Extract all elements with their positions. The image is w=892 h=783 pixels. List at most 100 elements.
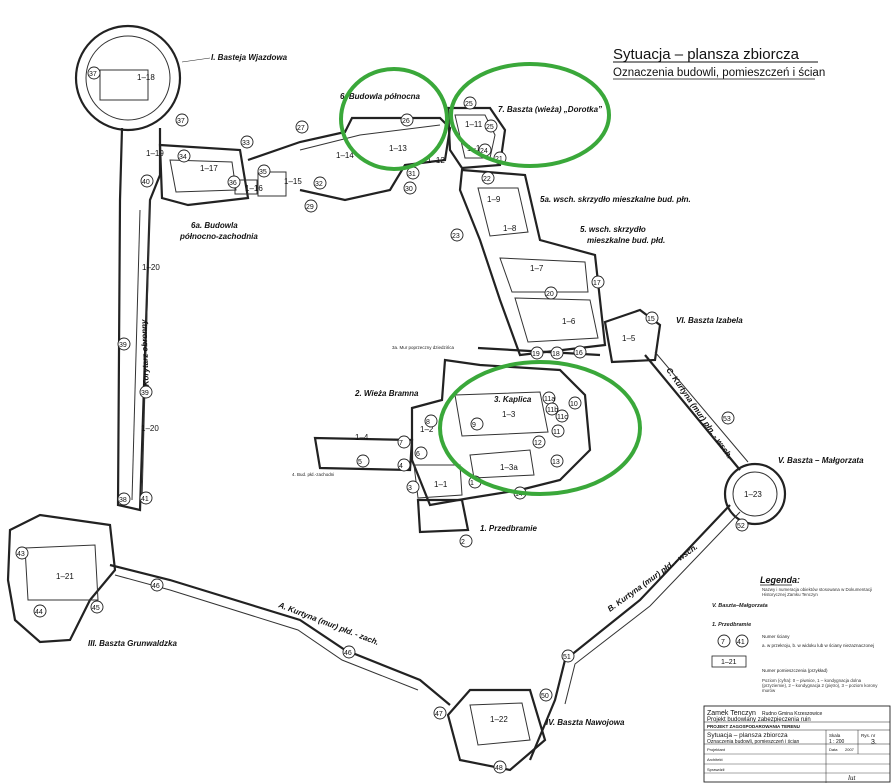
- room-1-10: 1–10: [467, 144, 485, 153]
- legend-tower-item: V. Baszta–Małgorzata: [712, 603, 768, 609]
- tb-signature: lut: [848, 774, 856, 782]
- wall-24: 24: [480, 148, 488, 155]
- tb-sheet-title: Sytuacja – plansza zbiorcza: [707, 732, 788, 739]
- wall-3: 3: [408, 485, 412, 492]
- label-4: 4. Bud. płd.-zachodni: [292, 472, 334, 477]
- wall-4: 4: [399, 463, 403, 470]
- label-6a-line2: północno-zachodnia: [179, 232, 258, 241]
- wall-19: 19: [532, 351, 540, 358]
- label-bastion-3: III. Baszta Grunwaldzka: [88, 639, 177, 648]
- wall-11a: 11a: [544, 396, 555, 403]
- wall-20: 20: [546, 291, 554, 298]
- tb-scale: 1 : 200: [829, 739, 845, 745]
- room-1-16: 1–16: [245, 184, 263, 193]
- wall-17: 17: [593, 280, 601, 287]
- label-bastion-5: V. Baszta – Małgorzata: [778, 456, 864, 465]
- label-tower-7: 7. Baszta (wieża) „Dorotka”: [498, 105, 602, 114]
- building-6a: [158, 143, 287, 207]
- room-1-8: 1–8: [503, 224, 517, 233]
- room-1-5: 1–5: [622, 334, 636, 343]
- label-chapel: 3. Kaplica: [494, 395, 532, 404]
- wall-29: 29: [306, 204, 314, 211]
- legend-building-item: 1. Przedbramie: [712, 622, 751, 628]
- wall-53: 53: [723, 416, 731, 423]
- tower-nawojowa: [446, 688, 547, 772]
- tb-sheet-sub: Oznaczenia budowli, pomieszczeń i ścian: [707, 739, 799, 745]
- legend-room-sample: 1–21: [721, 659, 737, 666]
- title-block: Zamek Tenczyn Rudno Gmina Krzeszowice Pr…: [703, 705, 891, 783]
- wall-10: 10: [570, 401, 578, 408]
- wall-31: 31: [408, 171, 416, 178]
- chapel-complex: [313, 358, 592, 534]
- label-bastion-2: II. Korytarz obronny: [139, 319, 151, 395]
- wall-12: 12: [534, 440, 542, 447]
- wall-25: 25: [465, 101, 473, 108]
- wall-46-b: 46: [344, 650, 352, 657]
- highlight-north-building: [339, 67, 449, 171]
- tb-stage: PROJEKT ZAGOSPODAROWANIA TERENU: [707, 724, 800, 729]
- curtain-a: [109, 563, 451, 706]
- room-1-21: 1–21: [56, 572, 74, 581]
- wall-11: 11: [553, 429, 560, 436]
- wall-50: 50: [541, 693, 549, 700]
- tb-fig: 3.: [871, 739, 877, 746]
- room-1-23: 1–23: [744, 490, 762, 499]
- wall-51: 51: [563, 654, 571, 661]
- room-1-15: 1–15: [284, 177, 302, 186]
- tb-row-1: Projektant: [707, 747, 726, 752]
- curtain-a-inner: [114, 574, 419, 691]
- wall-30: 30: [405, 186, 413, 193]
- wall-1: 1: [470, 480, 474, 487]
- wall-8: 8: [426, 419, 430, 426]
- wall-5: 5: [358, 459, 362, 466]
- wall-43: 43: [17, 551, 25, 558]
- tb-location: Rudno Gmina Krzeszowice: [762, 711, 823, 717]
- wall-22: 22: [483, 176, 491, 183]
- room-1-19: 1–19: [146, 149, 164, 158]
- tb-date: 2007: [845, 747, 855, 752]
- wall-11c: 11c: [557, 414, 568, 421]
- wall-46: 46: [152, 583, 160, 590]
- wall-34: 34: [179, 154, 187, 161]
- room-1-12: 1–12: [427, 156, 445, 165]
- tb-subtitle: Projekt budowlany zabezpieczenia ruin: [707, 717, 811, 723]
- wall-39: 39: [119, 342, 127, 349]
- tower-izabela: [603, 308, 662, 364]
- wall-25-b: 25: [486, 124, 494, 131]
- wall-39-b: 39: [141, 390, 149, 397]
- curtain-c-inner: [654, 351, 749, 463]
- wall-7: 7: [399, 440, 403, 447]
- highlight-tower-dorotka: [449, 62, 611, 168]
- label-gate-tower: 2. Wieża Bramna: [354, 389, 419, 398]
- legend-wall-a: 7: [721, 639, 725, 646]
- legend-heading: Legenda:: [760, 575, 800, 585]
- wall-6: 6: [416, 451, 420, 458]
- room-1-2: 1–2: [420, 425, 434, 434]
- tb-date-label: Data: [829, 747, 838, 752]
- legend-wall-b: 41: [737, 639, 745, 646]
- room-1-13: 1–13: [389, 144, 407, 153]
- label-przedbramie: 1. Przedbramie: [480, 524, 537, 533]
- wall-44: 44: [35, 609, 43, 616]
- room-1-14: 1–14: [336, 151, 354, 160]
- label-5-line2: mieszkalne bud. płd.: [587, 236, 665, 245]
- wall-26: 26: [402, 118, 410, 125]
- wall-2: 2: [461, 539, 465, 546]
- tb-project: Zamek Tenczyn: [707, 710, 756, 717]
- legend-room-desc: Numer pomieszczenia (przykład): [762, 668, 828, 673]
- legend-wall-label: Numer ściany: [762, 634, 790, 639]
- room-1-17: 1–17: [200, 164, 218, 173]
- label-bastion-4: IV. Baszta Nawojowa: [546, 718, 625, 727]
- tb-scale-label: Skala: [829, 733, 841, 738]
- wall-47: 47: [435, 711, 443, 718]
- label-bastion-6: VI. Baszta Izabela: [676, 316, 743, 325]
- room-1-3: 1–3: [502, 410, 516, 419]
- tb-row-2: Architekt: [707, 757, 723, 762]
- curtain-c: [644, 354, 741, 471]
- label-5a: 5a. wsch. skrzydło mieszkalne bud. płn.: [540, 195, 691, 204]
- wall-52: 52: [737, 523, 745, 530]
- legend-note: Nazwy i numeracja obiektów stosowana w D…: [762, 587, 873, 597]
- highlight-chapel: [438, 360, 642, 496]
- room-1-9: 1–9: [487, 195, 501, 204]
